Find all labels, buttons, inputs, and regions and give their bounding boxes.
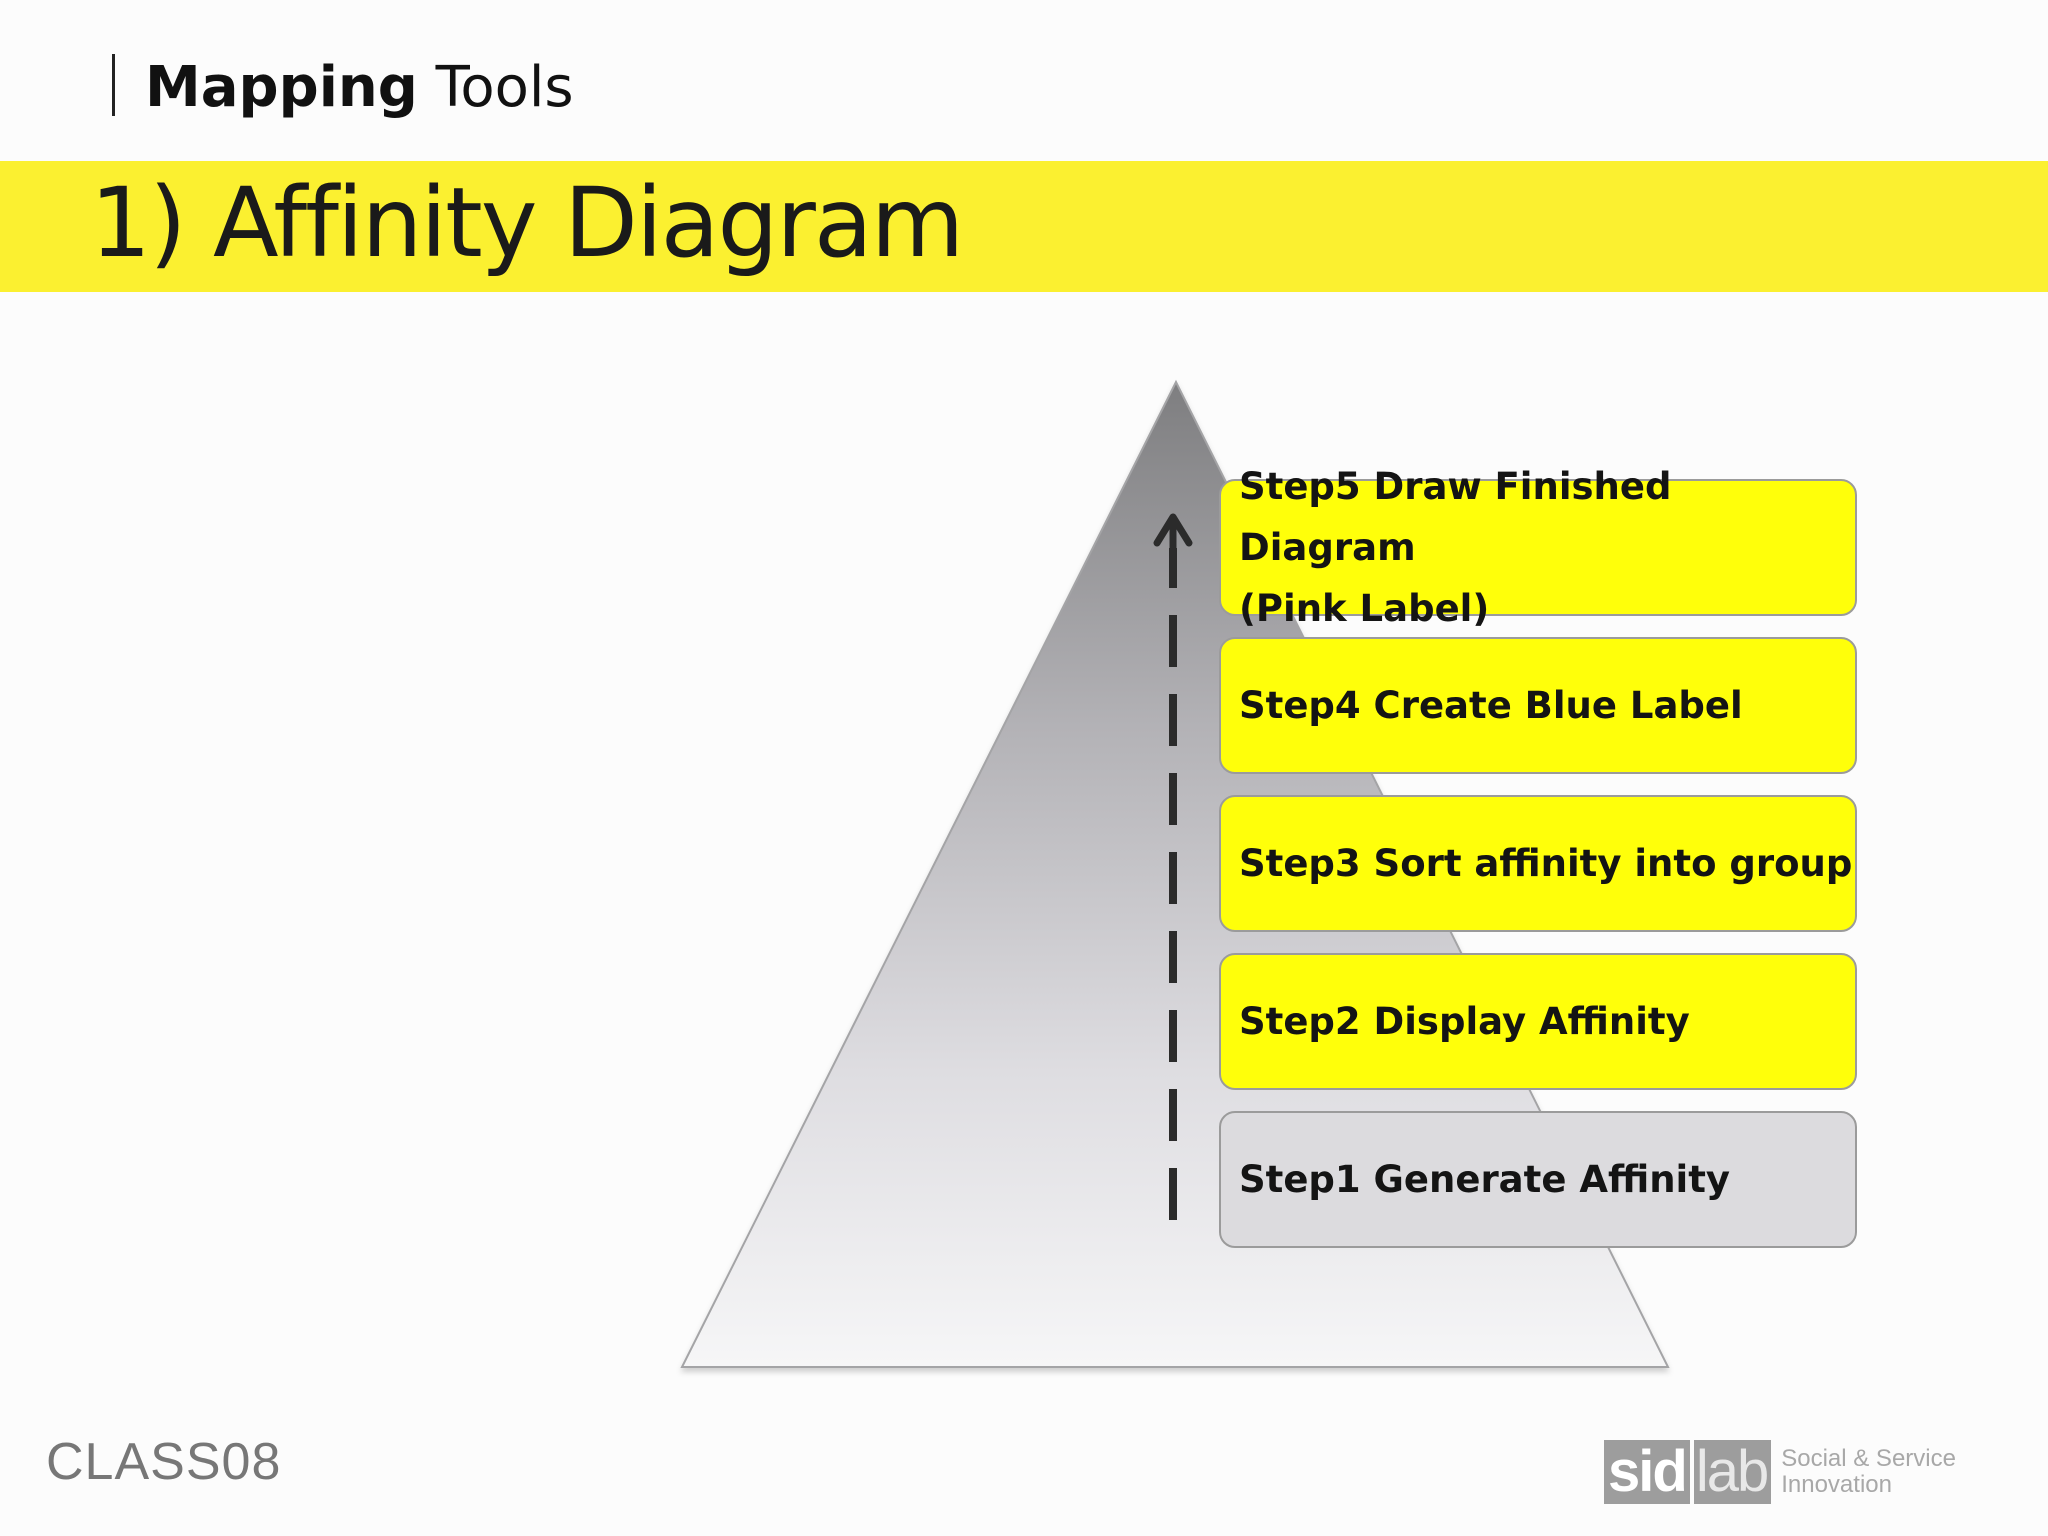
step-5-box: Step5 Draw Finished Diagram (Pink Label) <box>1219 465 1857 630</box>
progress-arrow <box>1153 513 1193 1220</box>
title-band: 1) Affinity Diagram <box>0 161 2048 292</box>
section-header: Mapping Tools <box>112 54 574 120</box>
step-3-label: Step3 Sort affinity into group <box>1239 841 1853 885</box>
step-4-box: Step4 Create Blue Label <box>1219 637 1857 774</box>
logo-tagline-1: Social & Service <box>1781 1445 1956 1472</box>
logo-sid: sid <box>1604 1440 1690 1504</box>
logo-tagline-2: Innovation <box>1781 1471 1892 1498</box>
sidlab-logo: sid lab Social & Service Innovation <box>1604 1440 1956 1504</box>
step-5-label: Step5 Draw Finished Diagram (Pink Label) <box>1239 464 1672 631</box>
step-3-box: Step3 Sort affinity into group <box>1219 795 1857 932</box>
header-section-light: Tools <box>435 55 574 120</box>
slide-title: 1) Affinity Diagram <box>90 167 964 279</box>
header-section-bold: Mapping <box>145 55 418 120</box>
step-1-label: Step1 Generate Affinity <box>1239 1157 1731 1201</box>
step-2-label: Step2 Display Affinity <box>1239 999 1690 1043</box>
class-label: CLASS08 <box>46 1433 282 1491</box>
logo-mark: sid lab <box>1604 1440 1772 1504</box>
step-4-label: Step4 Create Blue Label <box>1239 683 1743 727</box>
step-1-box: Step1 Generate Affinity <box>1219 1111 1857 1248</box>
logo-lab: lab <box>1693 1440 1772 1504</box>
step-2-box: Step2 Display Affinity <box>1219 953 1857 1090</box>
header-divider <box>112 54 115 116</box>
logo-tagline: Social & Service Innovation <box>1781 1446 1956 1498</box>
